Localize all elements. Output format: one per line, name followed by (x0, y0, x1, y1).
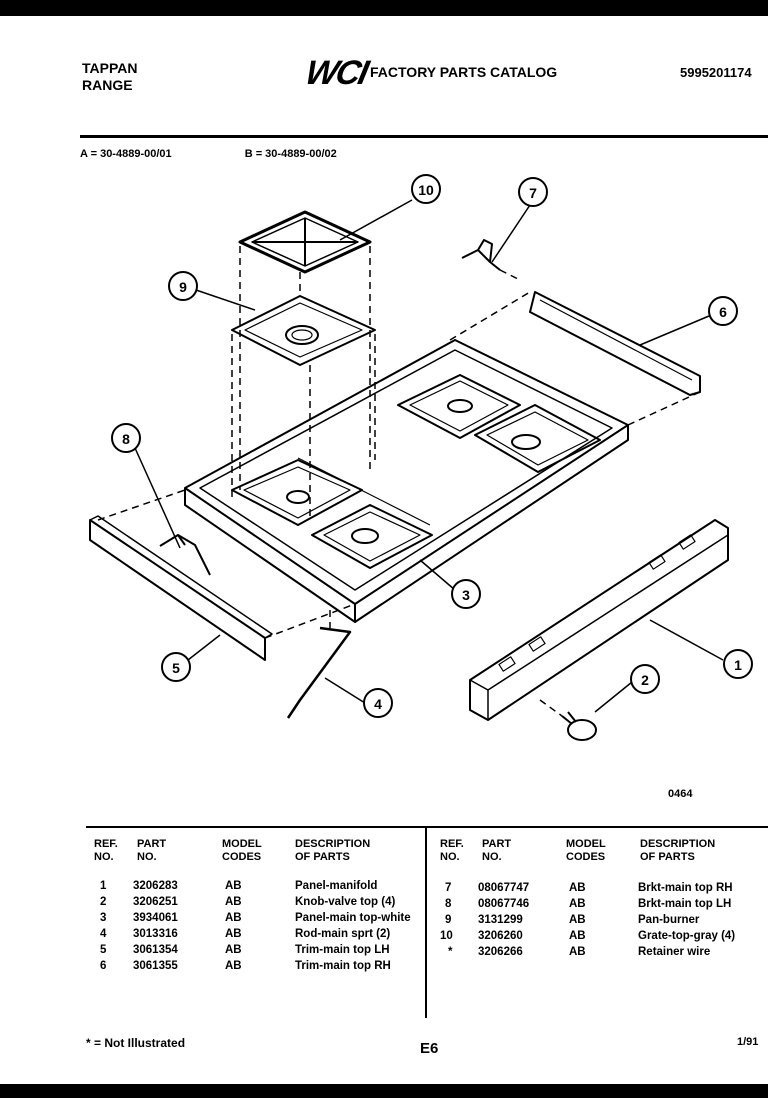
header-rule (80, 135, 768, 138)
row-model: AB (225, 944, 242, 956)
row-desc: Trim-main top RH (295, 960, 391, 972)
callout-7: 7 (529, 185, 537, 201)
row-model: AB (225, 912, 242, 924)
bracket-lh-drawing (159, 534, 211, 576)
knob-drawing (567, 719, 597, 741)
header-desc-left: DESCRIPTION OF PARTS (295, 838, 371, 863)
bracket-rh-drawing (461, 239, 501, 271)
row-ref: 6 (100, 960, 107, 972)
row-desc: Knob-valve top (4) (295, 896, 396, 908)
page-number: E6 (420, 1040, 439, 1057)
callout-6: 6 (719, 304, 727, 320)
variant-a: A = 30-4889-00/01 (80, 148, 172, 160)
callout-2: 2 (641, 672, 649, 688)
figure-code: 0464 (668, 788, 693, 800)
row-model: AB (569, 882, 586, 894)
support-rod-drawing (286, 626, 352, 719)
row-part: 3013316 (133, 928, 178, 940)
row-desc: Brkt-main top RH (638, 882, 733, 894)
row-desc: Retainer wire (638, 946, 711, 958)
callout-8: 8 (122, 431, 130, 447)
row-model: AB (225, 880, 242, 892)
row-ref: 2 (100, 896, 107, 908)
brand-name: TAPPAN (82, 60, 138, 76)
header-part-left: PART NO. (137, 838, 167, 863)
row-ref: 4 (100, 928, 107, 940)
row-model: AB (569, 930, 586, 942)
row-part: 3206283 (133, 880, 178, 892)
row-part: 3061354 (133, 944, 178, 956)
row-part: 08067747 (478, 882, 530, 894)
catalog-title: FACTORY PARTS CATALOG (370, 64, 558, 80)
exploded-parts-diagram: 10 7 9 6 8 3 5 2 1 4 (89, 174, 753, 741)
row-desc: Pan-burner (638, 914, 700, 926)
callout-1: 1 (734, 657, 742, 673)
header-ref-left: REF. NO. (94, 838, 118, 863)
callout-group: 10 7 9 6 8 3 5 2 1 4 (111, 174, 753, 718)
header-ref-right: REF. NO. (440, 838, 464, 863)
row-desc: Grate-top-gray (4) (638, 930, 736, 942)
header-model-left: MODEL CODES (222, 838, 262, 863)
burner-pan-drawing (231, 295, 376, 366)
manifold-panel-drawing (469, 519, 729, 721)
row-part: 3061355 (133, 960, 178, 972)
row-model: AB (569, 898, 586, 910)
table-rule (86, 826, 768, 828)
row-desc: Rod-main sprt (2) (295, 928, 391, 940)
grate-drawing (238, 210, 372, 274)
row-desc: Panel-main top-white (295, 912, 411, 924)
product-type: RANGE (82, 77, 133, 93)
row-desc: Brkt-main top LH (638, 898, 732, 910)
variant-b: B = 30-4889-00/02 (244, 148, 337, 160)
header-desc-right: DESCRIPTION OF PARTS (640, 838, 716, 863)
row-model: AB (225, 896, 242, 908)
row-desc: Trim-main top LH (295, 944, 390, 956)
row-ref: 3 (100, 912, 107, 924)
issue-date: 1/91 (737, 1036, 759, 1048)
top-border (0, 0, 768, 16)
bottom-border (0, 1084, 768, 1098)
row-part: 3934061 (133, 912, 178, 924)
model-variants: A = 30-4889-00/01 B = 30-4889-00/02 (80, 148, 407, 160)
row-part: 3131299 (478, 914, 523, 926)
table-divider (425, 828, 427, 1018)
catalog-number: 5995201174 (680, 65, 752, 80)
wci-logo: WCI (302, 54, 371, 92)
row-part: 08067746 (478, 898, 530, 910)
row-model: AB (569, 946, 586, 958)
brand-block: TAPPAN RANGE (82, 60, 137, 94)
row-part: 3206260 (478, 930, 523, 942)
row-part: 3206266 (478, 946, 523, 958)
row-desc: Panel-manifold (295, 880, 378, 892)
row-ref: 8 (445, 898, 452, 910)
callout-10: 10 (418, 182, 434, 198)
trim-lh-drawing (89, 519, 266, 661)
row-part: 3206251 (133, 896, 178, 908)
callout-4: 4 (374, 696, 382, 712)
row-ref: 1 (100, 880, 107, 892)
trim-rh-drawing (529, 291, 701, 396)
callout-3: 3 (462, 587, 470, 603)
callout-5: 5 (172, 660, 180, 676)
header-model-right: MODEL CODES (566, 838, 606, 863)
row-model: AB (225, 928, 242, 940)
row-ref: 10 (440, 930, 453, 942)
row-ref: 9 (445, 914, 452, 926)
not-illustrated-note: * = Not Illustrated (86, 1036, 186, 1050)
row-model: AB (225, 960, 242, 972)
main-top-panel (184, 339, 629, 605)
row-model: AB (569, 914, 586, 926)
row-ref: * (448, 946, 453, 958)
row-ref: 7 (445, 882, 452, 894)
row-ref: 5 (100, 944, 107, 956)
header-part-right: PART NO. (482, 838, 512, 863)
callout-9: 9 (179, 279, 187, 295)
